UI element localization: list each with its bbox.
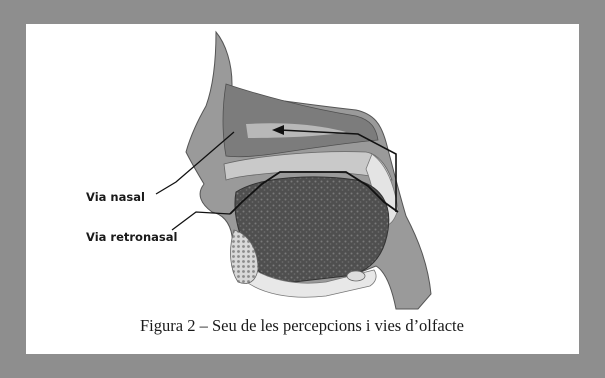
larynx-detail — [347, 271, 365, 281]
via-retronasal-label: Via retronasal — [86, 230, 177, 244]
figure-panel: Via nasal Via retronasal Figura 2 – Seu … — [26, 24, 579, 354]
via-nasal-label: Via nasal — [86, 190, 145, 204]
figure-caption: Figura 2 – Seu de les percepcions i vies… — [140, 316, 464, 336]
head-cross-section-illustration — [26, 24, 579, 354]
